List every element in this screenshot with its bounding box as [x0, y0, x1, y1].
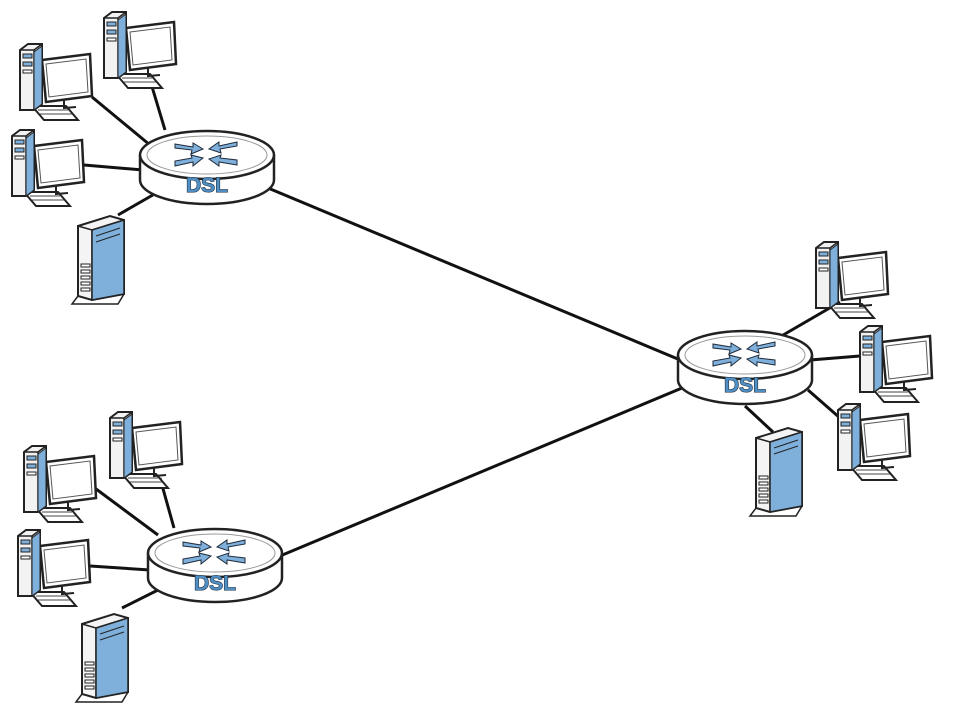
- computer-icon: [836, 402, 912, 482]
- lan-group-top-left: DSL: [10, 10, 276, 305]
- computer-icon: [10, 128, 86, 208]
- server-icon: [71, 215, 125, 305]
- computer-icon: [18, 42, 94, 122]
- lan-group-right: DSL: [676, 240, 934, 517]
- computer-icon: [102, 10, 178, 90]
- computer-icon: [22, 444, 98, 524]
- link-router-c-to-router-b: [279, 386, 683, 558]
- computer-icon: [16, 528, 92, 608]
- router-icon: DSL: [676, 329, 814, 406]
- router-label: DSL: [724, 374, 766, 397]
- link-router-a-to-router-b: [267, 186, 686, 364]
- computer-icon: [858, 324, 934, 404]
- router-label: DSL: [186, 174, 228, 197]
- computer-icon: [108, 410, 184, 490]
- router-icon: DSL: [138, 129, 276, 206]
- server-icon: [75, 613, 129, 703]
- server-icon: [749, 427, 803, 517]
- backbone-links: [267, 186, 686, 558]
- router-icon: DSL: [146, 527, 284, 604]
- computer-icon: [814, 240, 890, 320]
- lan-group-bottom-left: DSL: [16, 410, 284, 703]
- router-label: DSL: [194, 572, 236, 595]
